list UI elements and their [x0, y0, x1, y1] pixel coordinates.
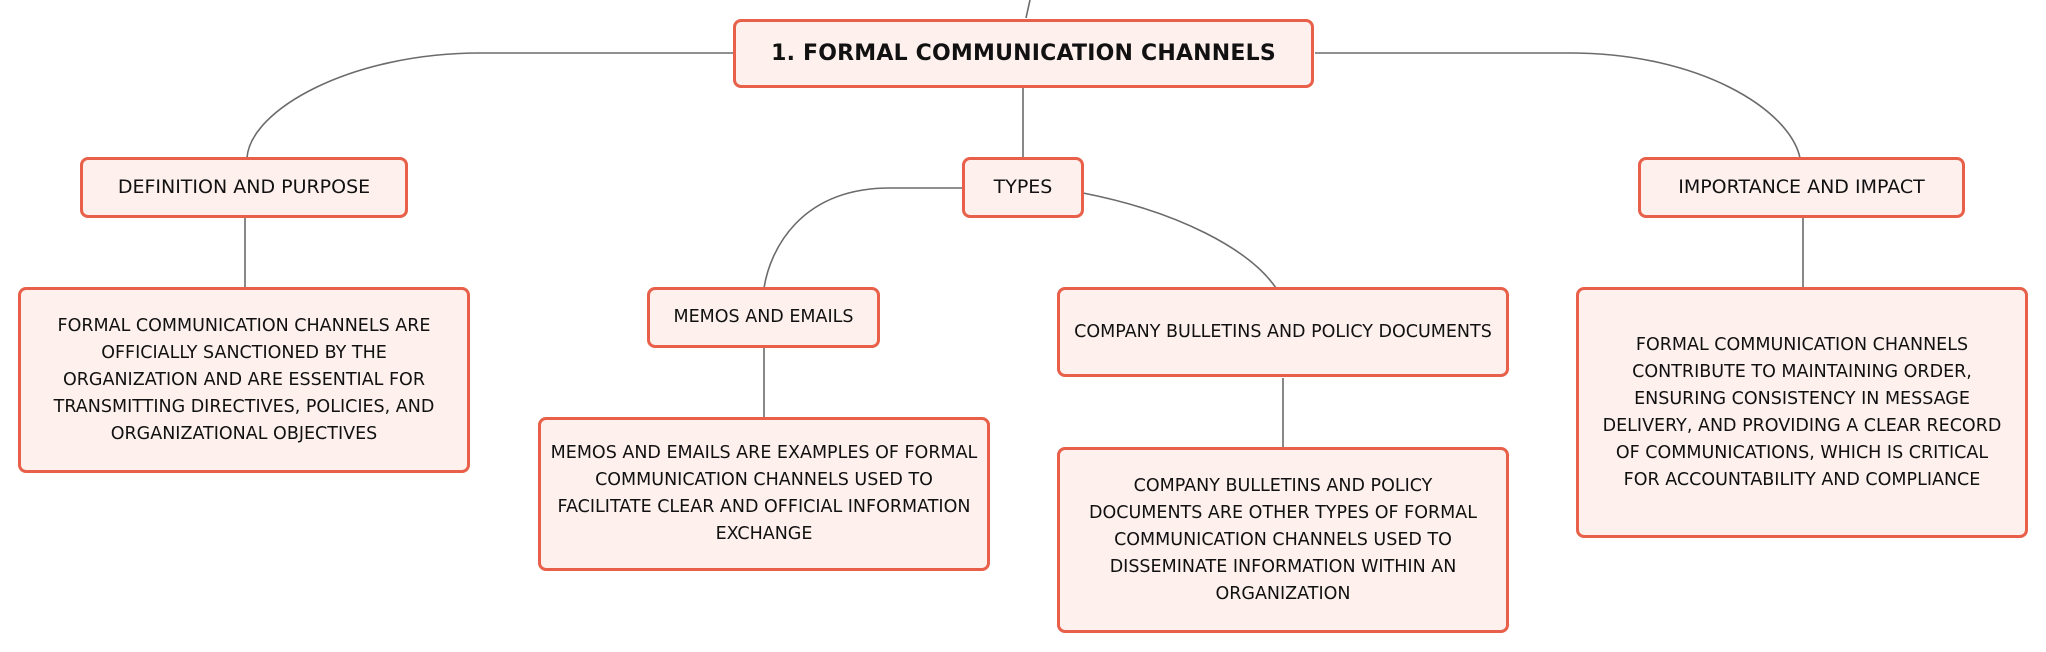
connector-types-to-memos — [763, 187, 963, 289]
bulletins-node[interactable]: COMPANY BULLETINS AND POLICY DOCUMENTS — [1057, 287, 1509, 377]
memos-node[interactable]: MEMOS AND EMAILS — [647, 287, 880, 348]
importance-detail-node[interactable]: FORMAL COMMUNICATION CHANNELS CONTRIBUTE… — [1576, 287, 2028, 538]
root-node[interactable]: 1. FORMAL COMMUNICATION CHANNELS — [733, 19, 1314, 88]
types-node[interactable]: TYPES — [962, 157, 1084, 218]
definition-node[interactable]: DEFINITION AND PURPOSE — [80, 157, 408, 218]
connector-parent-to-root — [1025, 0, 1031, 19]
memos-detail-node[interactable]: MEMOS AND EMAILS ARE EXAMPLES OF FORMAL … — [538, 417, 990, 571]
definition-detail-node[interactable]: FORMAL COMMUNICATION CHANNELS ARE OFFICI… — [18, 287, 470, 473]
connector-types-to-bulletins — [1082, 192, 1277, 289]
connector-root-to-importance — [1315, 52, 1801, 159]
importance-node[interactable]: IMPORTANCE AND IMPACT — [1638, 157, 1965, 218]
bulletins-detail-node[interactable]: COMPANY BULLETINS AND POLICY DOCUMENTS A… — [1057, 447, 1509, 633]
connector-root-to-definition — [246, 52, 734, 159]
